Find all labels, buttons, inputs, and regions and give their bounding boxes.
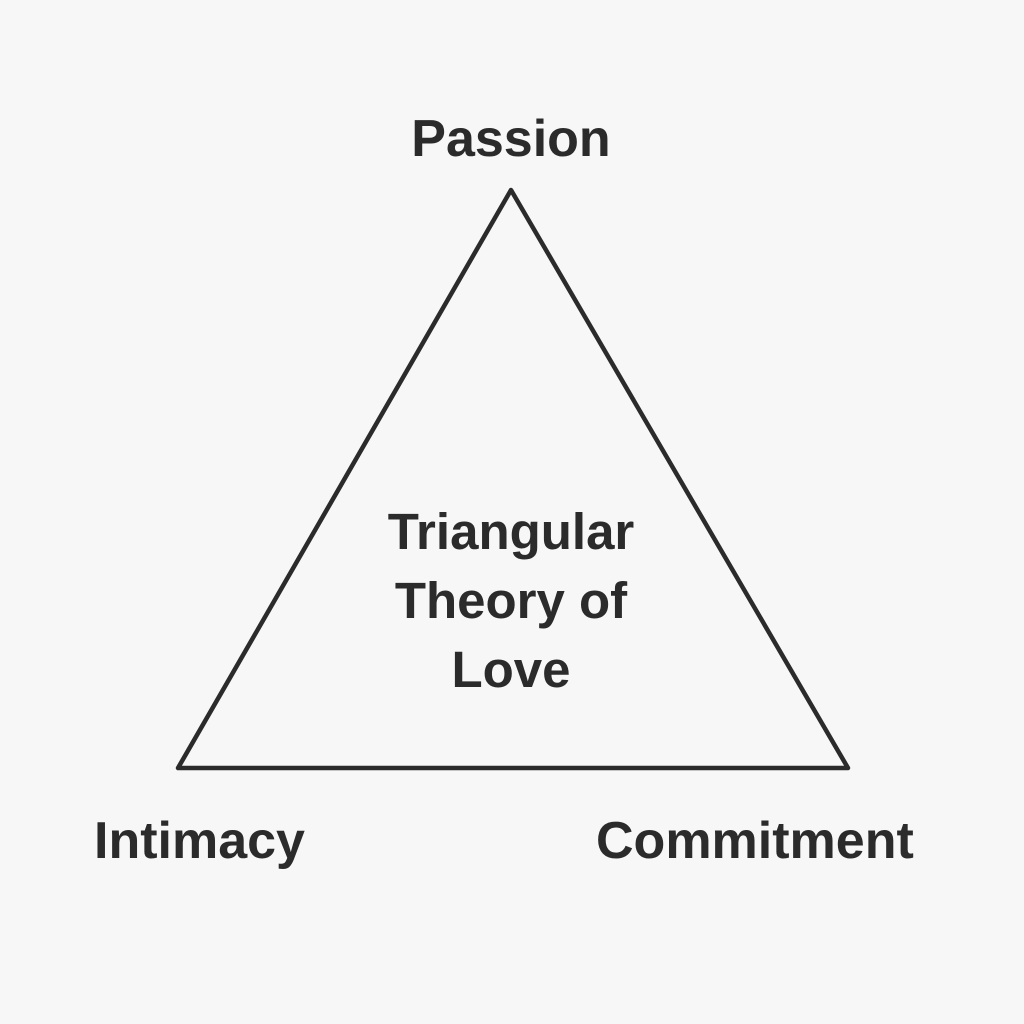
- title-line: Love: [451, 641, 571, 698]
- title-line: Theory of: [394, 572, 628, 629]
- title-line: Triangular: [387, 503, 635, 560]
- vertex-label-intimacy: Intimacy: [94, 812, 305, 870]
- diagram-title: Triangular Theory of Love: [311, 497, 711, 704]
- vertex-label-commitment: Commitment: [596, 812, 914, 870]
- love-triangle: [175, 187, 851, 771]
- vertex-label-passion: Passion: [411, 110, 611, 168]
